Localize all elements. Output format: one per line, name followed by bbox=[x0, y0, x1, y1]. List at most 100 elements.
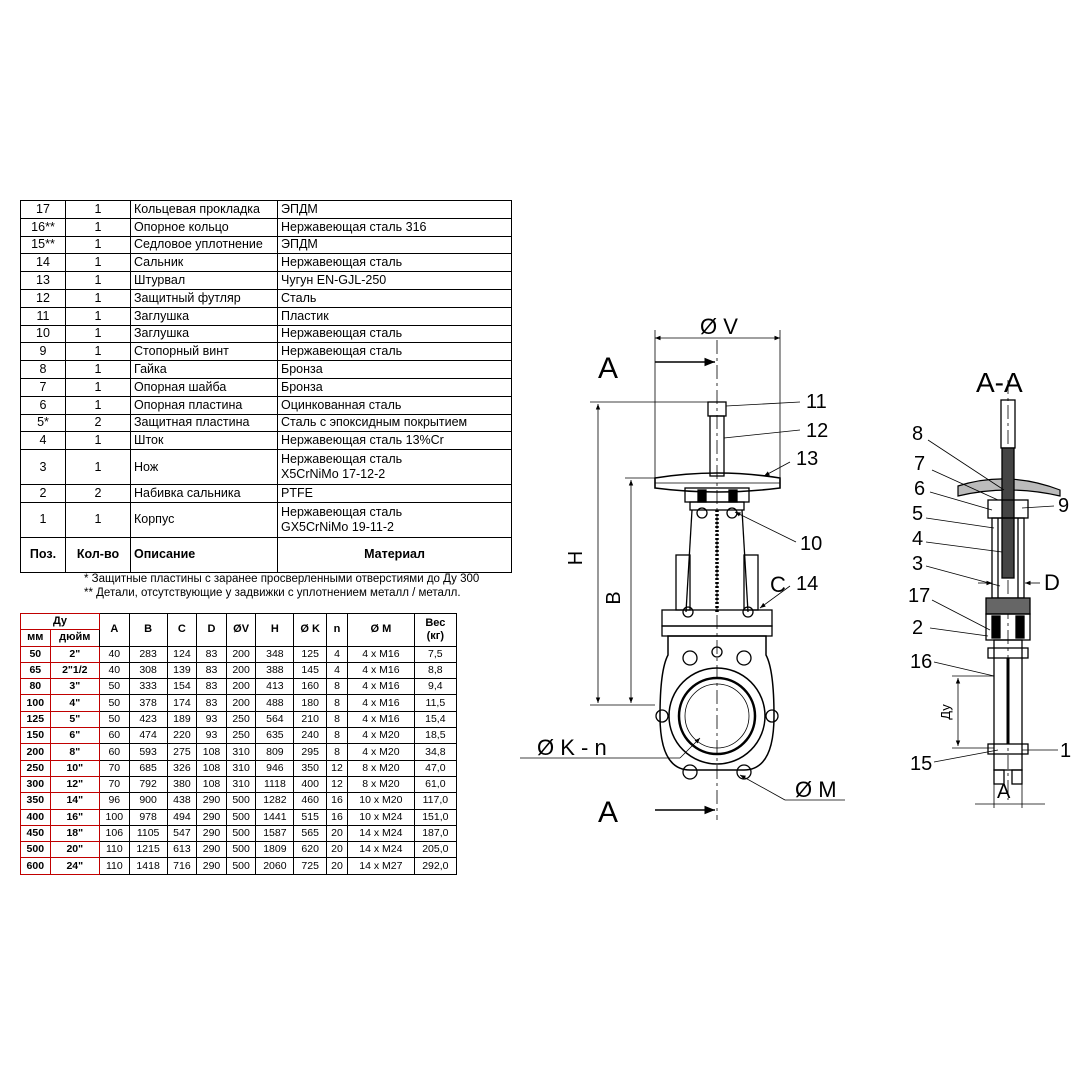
callout-2: 2 bbox=[912, 617, 923, 639]
parts-header-mat: Материал bbox=[277, 536, 512, 573]
parts-cell-mat: Нержавеющая сталь bbox=[277, 342, 512, 362]
callout-3: 3 bbox=[912, 553, 923, 575]
parts-cell-desc: Кольцевая прокладка bbox=[130, 200, 278, 219]
dim-label-kn: Ø K - n bbox=[537, 735, 607, 760]
parts-cell-pos: 14 bbox=[20, 253, 66, 273]
dims-header-weight-line1: Вес bbox=[425, 616, 446, 629]
parts-cell-pos: 10 bbox=[20, 324, 66, 344]
dims-cell: 18,5 bbox=[413, 727, 458, 745]
dim-label-m: Ø M bbox=[795, 777, 837, 802]
dims-cell: 725 bbox=[293, 857, 327, 875]
footnote-1: * Защитные пластины с заранее просверлен… bbox=[84, 573, 480, 585]
dims-cell: 350 bbox=[293, 759, 327, 777]
plate-bolt-left bbox=[696, 507, 708, 519]
callout-16: 16 bbox=[910, 651, 932, 673]
dims-cell: 388 bbox=[255, 661, 295, 680]
dims-cell: 4 x M16 bbox=[347, 678, 415, 696]
dims-cell: 450 bbox=[20, 824, 51, 843]
dims-cell: 460 bbox=[293, 792, 327, 810]
dims-cell: 1215 bbox=[128, 841, 168, 859]
parts-material-line2: X5CrNiMo 17-12-2 bbox=[281, 467, 386, 482]
dims-cell: 635 bbox=[255, 727, 295, 745]
parts-cell-desc: Седловое уплотнение bbox=[130, 235, 278, 255]
dims-cell: 220 bbox=[166, 727, 198, 745]
dims-cell: 250 bbox=[225, 710, 257, 729]
dims-cell: 14 x M24 bbox=[347, 824, 415, 843]
section-label-a-bottom: A bbox=[598, 796, 618, 829]
callout-11: 11 bbox=[806, 391, 827, 413]
callout-12: 12 bbox=[806, 420, 828, 442]
dims-cell: 110 bbox=[99, 857, 130, 875]
parts-cell-qty: 1 bbox=[65, 449, 131, 486]
dims-header-m: Ø M bbox=[347, 613, 415, 647]
dims-cell: 290 bbox=[196, 841, 227, 859]
dims-cell: 124 bbox=[166, 645, 198, 663]
dims-cell: 125 bbox=[20, 710, 51, 729]
parts-cell-pos: 3 bbox=[20, 449, 66, 486]
parts-cell-desc: Опорная пластина bbox=[130, 395, 278, 415]
dims-cell: 110 bbox=[99, 841, 130, 859]
dims-cell: 978 bbox=[128, 808, 168, 826]
dims-cell: 4 x M16 bbox=[347, 694, 415, 712]
dims-cell: 15,4 bbox=[413, 710, 458, 729]
parts-header-desc: Описание bbox=[130, 536, 278, 573]
flange-hole bbox=[682, 650, 698, 666]
parts-cell-qty: 1 bbox=[65, 501, 131, 538]
bore-inner bbox=[677, 676, 757, 756]
parts-cell-desc: Сальник bbox=[130, 253, 278, 273]
dims-cell: 2060 bbox=[255, 857, 295, 875]
dims-cell: 333 bbox=[128, 678, 168, 696]
dims-cell: 500 bbox=[225, 808, 257, 826]
dim-label-v: Ø V bbox=[700, 314, 738, 339]
dims-cell: 16 bbox=[325, 808, 349, 826]
callout-15: 15 bbox=[910, 753, 932, 775]
flange-hole bbox=[682, 764, 698, 780]
dims-cell: 500 bbox=[225, 857, 257, 875]
dims-cell: 8,8 bbox=[413, 661, 458, 680]
parts-cell-mat: Нержавеющая сталь 316 bbox=[277, 217, 512, 237]
parts-cell-desc: Корпус bbox=[130, 501, 278, 538]
dims-cell: 7,5 bbox=[413, 645, 458, 663]
dim-label-b: B bbox=[603, 591, 625, 604]
callout-17: 17 bbox=[908, 585, 930, 607]
parts-header-pos: Поз. bbox=[20, 536, 66, 573]
flange-hole bbox=[655, 709, 669, 723]
dims-cell: 1105 bbox=[128, 824, 168, 843]
section-title-aa: A-A bbox=[976, 367, 1023, 398]
parts-material-line2: GX5CrNiMo 19-11-2 bbox=[281, 519, 395, 534]
parts-header-qty: Кол-во bbox=[65, 536, 131, 573]
dims-cell: 494 bbox=[166, 808, 198, 826]
section-view bbox=[925, 380, 1061, 808]
dims-cell: 900 bbox=[128, 792, 168, 810]
dims-cell: 20 bbox=[325, 857, 349, 875]
bore-outer bbox=[668, 667, 766, 765]
dims-cell: 14" bbox=[49, 792, 101, 810]
dims-cell: 292,0 bbox=[413, 857, 458, 875]
dims-cell: 600 bbox=[20, 857, 51, 875]
dims-cell: 295 bbox=[293, 743, 327, 761]
dims-cell: 290 bbox=[196, 792, 227, 810]
dims-header-weight-line2: (кг) bbox=[426, 629, 445, 642]
parts-cell-desc: Защитная пластина bbox=[130, 413, 278, 433]
dims-cell: 2"1/2 bbox=[49, 661, 101, 680]
callout-7: 7 bbox=[914, 453, 925, 475]
dims-cell: 716 bbox=[166, 857, 198, 875]
dims-cell: 310 bbox=[225, 775, 257, 794]
dims-cell: 1587 bbox=[255, 824, 295, 843]
